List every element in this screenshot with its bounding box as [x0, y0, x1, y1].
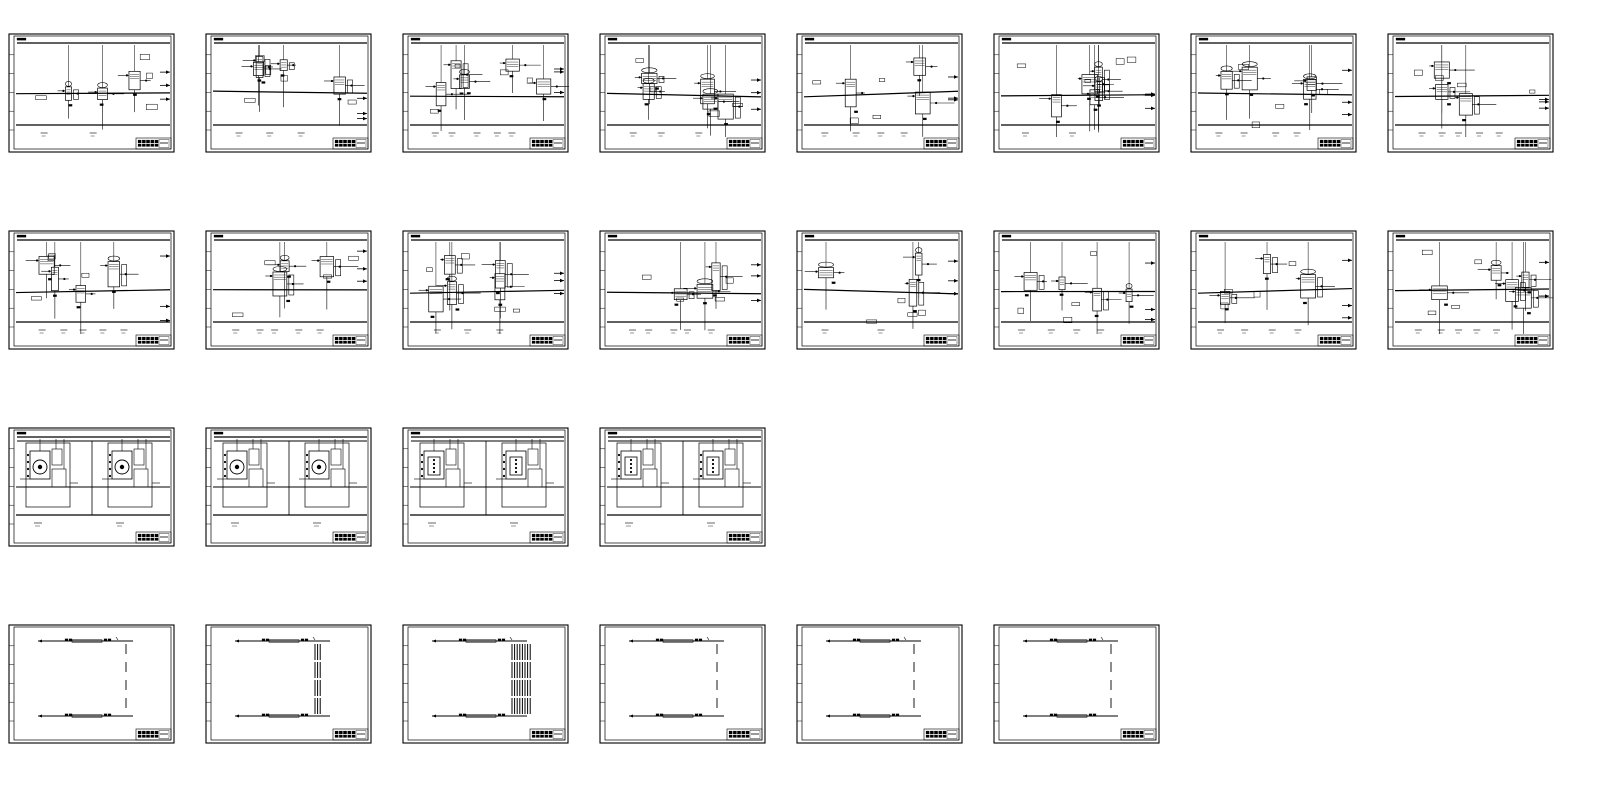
title-block	[135, 728, 172, 741]
drawing-sheet-thumbnail[interactable]	[1387, 230, 1554, 350]
schematic-diagram	[599, 624, 766, 744]
title-block	[726, 531, 763, 544]
title-block	[529, 137, 566, 150]
title-block	[923, 137, 960, 150]
schematic-diagram	[796, 33, 963, 153]
title-block	[332, 728, 369, 741]
drawing-sheet-thumbnail[interactable]	[402, 33, 569, 153]
schematic-diagram	[1190, 230, 1357, 350]
schematic-diagram	[599, 230, 766, 350]
title-block	[1514, 137, 1551, 150]
schematic-diagram	[8, 427, 175, 547]
drawing-sheet-thumbnail[interactable]	[599, 624, 766, 744]
drawing-sheet-thumbnail[interactable]	[993, 230, 1160, 350]
title-block	[1514, 334, 1551, 347]
title-block	[726, 728, 763, 741]
drawing-sheet-thumbnail[interactable]	[993, 624, 1160, 744]
drawing-sheet-thumbnail[interactable]	[796, 624, 963, 744]
schematic-diagram	[1387, 230, 1554, 350]
schematic-diagram	[402, 33, 569, 153]
drawing-sheet-thumbnail[interactable]	[1190, 33, 1357, 153]
drawing-sheet-thumbnail[interactable]	[402, 230, 569, 350]
schematic-diagram	[8, 230, 175, 350]
drawing-sheet-thumbnail[interactable]	[8, 427, 175, 547]
drawing-sheet-thumbnail[interactable]	[205, 624, 372, 744]
schematic-diagram	[402, 427, 569, 547]
schematic-diagram	[8, 624, 175, 744]
title-block	[1120, 728, 1157, 741]
schematic-diagram	[993, 624, 1160, 744]
title-block	[135, 137, 172, 150]
drawing-sheet-thumbnail[interactable]	[1387, 33, 1554, 153]
drawing-sheet-thumbnail[interactable]	[402, 427, 569, 547]
drawing-sheet-thumbnail[interactable]	[796, 230, 963, 350]
title-block	[529, 334, 566, 347]
title-block	[1120, 334, 1157, 347]
schematic-diagram	[402, 230, 569, 350]
title-block	[726, 137, 763, 150]
drawing-sheet-thumbnail[interactable]	[1190, 230, 1357, 350]
title-block	[332, 334, 369, 347]
drawing-sheet-thumbnail[interactable]	[205, 427, 372, 547]
schematic-diagram	[205, 33, 372, 153]
title-block	[135, 334, 172, 347]
schematic-diagram	[599, 33, 766, 153]
schematic-diagram	[993, 230, 1160, 350]
drawing-sheet-thumbnail[interactable]	[402, 624, 569, 744]
title-block	[1120, 137, 1157, 150]
schematic-diagram	[1190, 33, 1357, 153]
title-block	[332, 137, 369, 150]
drawing-sheet-thumbnail[interactable]	[8, 624, 175, 744]
schematic-diagram	[205, 624, 372, 744]
drawing-sheet-thumbnail[interactable]	[796, 33, 963, 153]
drawing-sheet-thumbnail[interactable]	[599, 427, 766, 547]
schematic-diagram	[796, 230, 963, 350]
schematic-diagram	[402, 624, 569, 744]
title-block	[1317, 334, 1354, 347]
title-block	[529, 531, 566, 544]
title-block	[135, 531, 172, 544]
title-block	[332, 531, 369, 544]
title-block	[726, 334, 763, 347]
drawing-sheet-thumbnail[interactable]	[205, 33, 372, 153]
schematic-diagram	[205, 230, 372, 350]
title-block	[923, 728, 960, 741]
schematic-diagram	[796, 624, 963, 744]
schematic-diagram	[1387, 33, 1554, 153]
title-block	[1317, 137, 1354, 150]
schematic-diagram	[599, 427, 766, 547]
title-block	[529, 728, 566, 741]
schematic-diagram	[993, 33, 1160, 153]
drawing-sheet-thumbnail[interactable]	[993, 33, 1160, 153]
schematic-diagram	[205, 427, 372, 547]
title-block	[923, 334, 960, 347]
drawing-sheet-thumbnail[interactable]	[599, 33, 766, 153]
drawing-sheet-thumbnail[interactable]	[8, 33, 175, 153]
drawing-sheet-thumbnail[interactable]	[599, 230, 766, 350]
drawing-sheet-thumbnail[interactable]	[205, 230, 372, 350]
schematic-diagram	[8, 33, 175, 153]
drawing-sheet-thumbnail[interactable]	[8, 230, 175, 350]
